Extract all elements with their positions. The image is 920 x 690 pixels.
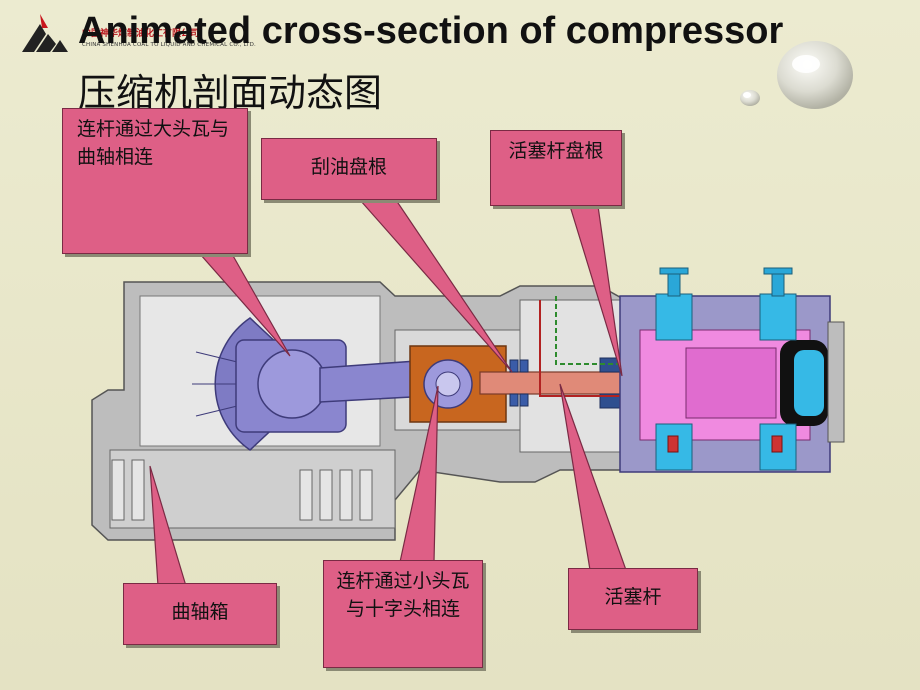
callout-connecting-rod-small-end: 连杆通过小头瓦与十字头相连: [323, 560, 483, 668]
callout-piston-rod-packing: 活塞杆盘根: [490, 130, 622, 206]
callout-crankcase: 曲轴箱: [123, 583, 277, 645]
pointer-oil-scraper: [358, 199, 513, 373]
pointer-big-end: [198, 253, 291, 357]
piston: [685, 347, 777, 419]
callout-oil-scraper-packing: 刮油盘根: [261, 138, 437, 200]
callout-connecting-rod-big-end: 连杆通过大头瓦与曲轴相连: [62, 108, 248, 254]
company-logo: [18, 14, 258, 58]
callout-piston-rod: 活塞杆: [568, 568, 698, 630]
logo-company-cn: 中国神华煤制油化工有限公司: [82, 29, 200, 39]
page-title-english: Animated cross-section of compressor: [78, 10, 784, 52]
suction-valves: [655, 293, 797, 471]
shenhua-logo-icon: [22, 14, 68, 52]
page-title-chinese: 压缩机剖面动态图: [78, 71, 383, 115]
logo-company-en: CHINA SHENHUA COAL TO LIQUID AND CHEMICA…: [82, 42, 256, 48]
pointer-packing: [569, 205, 623, 377]
oil-scraper-packing-drawing: [509, 359, 529, 407]
water-drop-decoration: [740, 41, 853, 109]
